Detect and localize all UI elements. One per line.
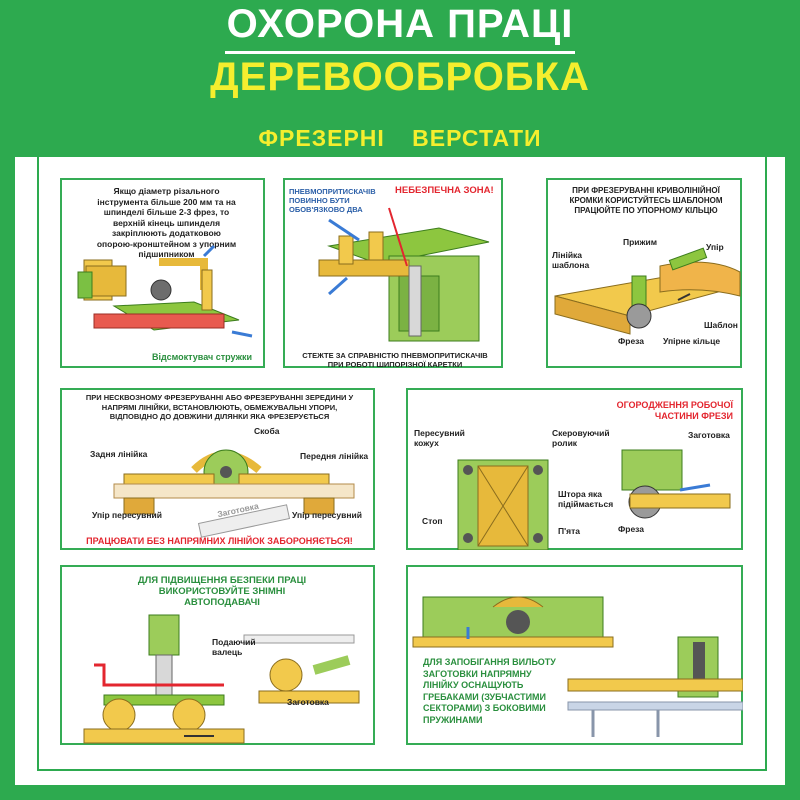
- label-clamp: Прижим: [623, 237, 658, 247]
- label-cutter: Фреза: [618, 336, 645, 346]
- template-milling-illustration: [554, 247, 741, 335]
- comb-guide-illustration: [412, 596, 743, 737]
- panel-guarding: ОГОРОДЖЕННЯ РОБОЧОЇ ЧАСТИНИ ФРЕЗИ Пересу…: [406, 388, 743, 550]
- label-roller: Скеровуючий ролик: [552, 428, 610, 448]
- label-cutter: Фреза: [618, 524, 645, 534]
- guided-milling-illustration: [113, 449, 355, 538]
- title-divider: [225, 51, 575, 54]
- danger-zone-label: НЕБЕЗПЕЧНА ЗОНА!: [395, 185, 494, 196]
- panel2-note: ПНЕВМОПРИТИСКАЧІВ ПОВИННО БУТИ ОБОВ'ЯЗКО…: [289, 187, 376, 214]
- panel4-text: ПРИ НЕСКВОЗНОМУ ФРЕЗЕРУВАННІ АБО ФРЕЗЕРУ…: [85, 393, 354, 421]
- autofeeder-illustration: [83, 614, 360, 744]
- label-template-line: Лінійка шаблона: [552, 250, 590, 270]
- panel-curved-edge: ПРИ ФРЕЗЕРУВАННІ КРИВОЛІНІЙНОЇ КРОМКИ КО…: [546, 178, 742, 368]
- panel-stops: ПРИ НЕСКВОЗНОМУ ФРЕЗЕРУВАННІ АБО ФРЕЗЕРУ…: [60, 388, 375, 550]
- label-workpiece: Заготовка: [688, 430, 730, 440]
- spindle-illustration: [77, 244, 253, 338]
- label-ring: Упірне кільце: [663, 336, 721, 346]
- label-stop-left: Упір пересувний: [92, 510, 162, 520]
- label-rear-line: Задня лінійка: [90, 449, 148, 459]
- panel2-caption: СТЕЖТЕ ЗА СПРАВНІСТЮ ПНЕВМОПРИТИСКАЧІВ П…: [302, 351, 488, 369]
- panel4-warning: ПРАЦЮВАТИ БЕЗ НАПРЯМНИХ ЛІНІЙОК ЗАБОРОНЯ…: [86, 536, 353, 546]
- panel1-caption: Відсмоктувач стружки: [152, 352, 253, 362]
- panel7-text: ДЛЯ ЗАПОБІГАННЯ ВИЛЬОТУ ЗАГОТОВКИ НАПРЯМ…: [423, 657, 556, 725]
- panel1-text: Якщо діаметр різального інструмента біль…: [96, 186, 237, 259]
- panel3-text: ПРИ ФРЕЗЕРУВАННІ КРИВОЛІНІЙНОЇ КРОМКИ КО…: [569, 186, 723, 215]
- section-title: ФРЕЗЕРНІ ВЕРСТАТИ: [258, 125, 542, 151]
- label-curtain: Штора яка підіймається: [558, 489, 614, 509]
- label-stop: Стоп: [422, 516, 443, 526]
- panel-spindle-support: Якщо діаметр різального інструмента біль…: [60, 178, 265, 368]
- cutter-guard-illustration: [457, 449, 731, 550]
- panel5-title: ОГОРОДЖЕННЯ РОБОЧОЇ ЧАСТИНИ ФРЕЗИ: [616, 400, 733, 421]
- label-front-line: Передня лінійка: [300, 451, 369, 461]
- label-bracket: Скоба: [254, 426, 280, 436]
- label-workpiece: Заготовка: [287, 697, 329, 707]
- panel6-text: ДЛЯ ПІДВИЩЕННЯ БЕЗПЕКИ ПРАЦІ ВИКОРИСТОВУ…: [137, 575, 307, 608]
- tenon-machine-illustration: [318, 207, 490, 342]
- section-band: [15, 110, 785, 157]
- label-casing: Пересувний кожух: [414, 428, 465, 448]
- label-feed-roller: Подаючий валець: [212, 637, 256, 657]
- panel-autofeeders: ДЛЯ ПІДВИЩЕННЯ БЕЗПЕКИ ПРАЦІ ВИКОРИСТОВУ…: [60, 565, 375, 745]
- label-heel: П'ята: [558, 526, 580, 536]
- page-title: ОХОРОНА ПРАЦІ: [226, 2, 574, 46]
- panel-combs: ДЛЯ ЗАПОБІГАННЯ ВИЛЬОТУ ЗАГОТОВКИ НАПРЯМ…: [406, 565, 743, 745]
- panel-pneumatic-clamps: ПНЕВМОПРИТИСКАЧІВ ПОВИННО БУТИ ОБОВ'ЯЗКО…: [283, 178, 503, 369]
- label-stop-right: Упір пересувний: [292, 510, 362, 520]
- label-template: Шаблон: [704, 320, 738, 330]
- page-subtitle: ДЕРЕВООБРОБКА: [210, 55, 590, 99]
- label-stop: Упір: [706, 242, 724, 252]
